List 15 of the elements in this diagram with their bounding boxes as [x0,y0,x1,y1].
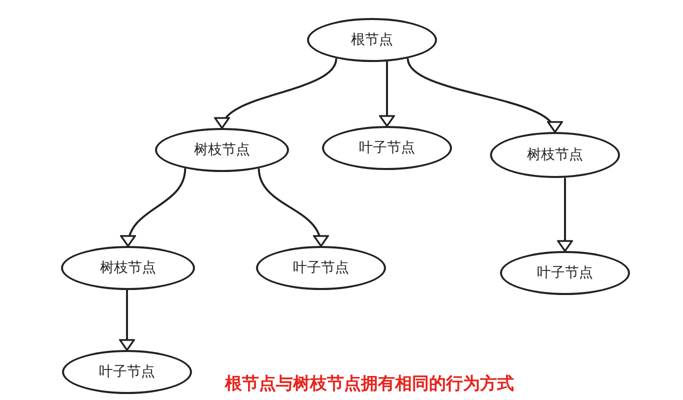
node-label: 根节点 [351,31,393,49]
node-label: 树枝节点 [194,141,250,159]
arrow [119,290,135,351]
arrow [557,178,573,252]
arrow [379,61,395,127]
annotation-text: 根节点与树枝节点拥有相同的行为方式 [225,373,514,395]
arrow [121,168,186,247]
node-label: 叶子节点 [359,139,415,157]
node-label: 叶子节点 [537,264,593,282]
arrow [217,58,338,129]
arrow [258,168,328,247]
node-label: 树枝节点 [100,259,156,277]
node-label: 叶子节点 [293,259,349,277]
node-label: 叶子节点 [99,363,155,381]
node-label: 树枝节点 [527,146,583,164]
